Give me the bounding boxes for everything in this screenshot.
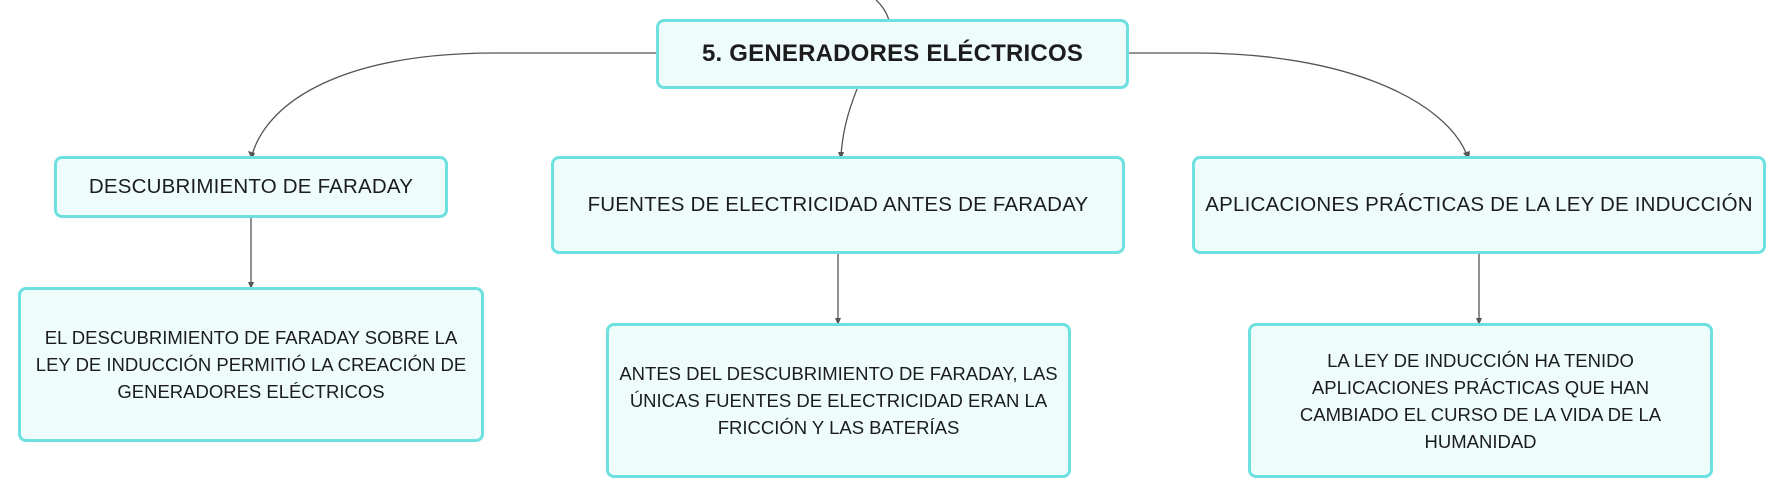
arrowhead-aplicaciones-detail (1476, 318, 1482, 325)
detail-text-fuentes: ANTES DEL DESCUBRIMIENTO DE FARADAY, LAS… (619, 363, 1058, 438)
arrowhead-faraday (248, 151, 255, 160)
detail-node-fuentes[interactable]: ANTES DEL DESCUBRIMIENTO DE FARADAY, LAS… (606, 323, 1071, 478)
arrowhead-fuentes-detail (835, 318, 841, 325)
topic-node-aplicaciones[interactable]: APLICACIONES PRÁCTICAS DE LA LEY DE INDU… (1192, 156, 1766, 254)
topic-label-faraday: DESCUBRIMIENTO DE FARADAY (88, 175, 414, 198)
detail-text-aplicaciones: LA LEY DE INDUCCIÓN HA TENIDO APLICACION… (1299, 349, 1662, 452)
detail-node-aplicaciones[interactable]: LA LEY DE INDUCCIÓN HA TENIDO APLICACION… (1248, 323, 1713, 478)
detail-node-faraday[interactable]: EL DESCUBRIMIENTO DE FARADAY SOBRE LA LE… (18, 287, 484, 442)
connector-parent-to-root (875, 0, 890, 21)
topic-node-faraday[interactable]: DESCUBRIMIENTO DE FARADAY (54, 156, 448, 218)
topic-label-fuentes: FUENTES DE ELECTRICIDAD ANTES DE FARADAY (587, 193, 1089, 216)
topic-label-aplicaciones: APLICACIONES PRÁCTICAS DE LA LEY DE INDU… (1205, 193, 1753, 216)
connector-root-to-fuentes (840, 88, 858, 156)
topic-node-fuentes[interactable]: FUENTES DE ELECTRICIDAD ANTES DE FARADAY (551, 156, 1125, 254)
connector-root-to-aplicaciones (1128, 52, 1468, 156)
root-node[interactable]: 5. GENERADORES ELÉCTRICOS (656, 19, 1129, 89)
detail-text-faraday: EL DESCUBRIMIENTO DE FARADAY SOBRE LA LE… (35, 327, 467, 402)
root-label: 5. GENERADORES ELÉCTRICOS (701, 40, 1084, 67)
arrowhead-faraday-detail (248, 282, 254, 289)
connector-root-to-faraday (251, 52, 658, 156)
